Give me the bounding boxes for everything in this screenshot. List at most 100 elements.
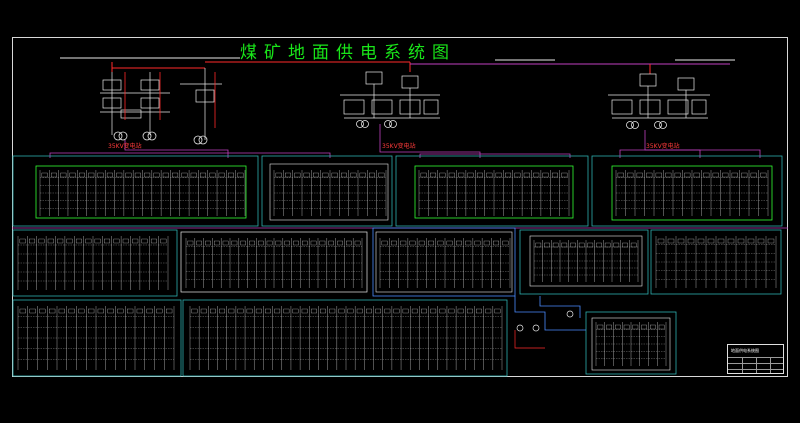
breaker-icon xyxy=(153,172,160,178)
breaker-icon xyxy=(228,172,234,178)
breaker-icon xyxy=(677,238,685,244)
breaker-icon xyxy=(737,238,745,244)
breaker-icon xyxy=(57,238,64,244)
breaker-icon xyxy=(516,310,574,332)
breaker-icon xyxy=(707,238,715,244)
breaker-icon xyxy=(354,240,361,246)
switchgear-row-3 xyxy=(12,299,677,377)
breaker-icon xyxy=(356,308,363,314)
breaker-icon xyxy=(494,308,501,314)
breaker-icon xyxy=(636,172,643,178)
breaker-icon xyxy=(493,240,500,246)
breaker-icon xyxy=(420,172,427,178)
breaker-icon xyxy=(310,240,317,246)
breaker-icon xyxy=(622,242,628,248)
breaker-icon xyxy=(200,172,207,178)
breaker-icon xyxy=(222,240,229,246)
breaker-icon xyxy=(97,308,104,314)
breaker-icon xyxy=(523,172,530,178)
breaker-icon xyxy=(457,308,464,314)
breaker-icon xyxy=(495,172,502,178)
substation-2-equipment xyxy=(340,71,440,119)
breaker-icon xyxy=(350,172,357,178)
breaker-icon xyxy=(228,308,235,314)
breaker-icon xyxy=(606,324,612,330)
breaker-icon xyxy=(767,238,775,244)
breaker-icon xyxy=(41,172,48,178)
breaker-icon xyxy=(187,240,194,246)
title-block-divider xyxy=(728,369,783,370)
breaker-icon xyxy=(366,308,372,314)
breaker-icon xyxy=(437,240,444,246)
breaker-icon xyxy=(94,238,101,244)
breaker-icon xyxy=(97,172,104,178)
breaker-icon xyxy=(741,172,748,178)
breaker-icon xyxy=(117,308,124,314)
breaker-icon xyxy=(303,172,310,178)
breaker-icon xyxy=(570,242,576,248)
title-block-divider xyxy=(728,363,783,364)
title-block-divider xyxy=(770,357,771,373)
breaker-icon xyxy=(627,172,634,178)
incoming-feeder-lines xyxy=(60,57,735,74)
breaker-icon xyxy=(293,240,299,246)
breaker-icon xyxy=(458,172,465,178)
breaker-icon xyxy=(275,172,282,178)
breaker-icon xyxy=(275,240,282,246)
transformer-icon xyxy=(626,121,667,129)
breaker-icon xyxy=(665,172,672,178)
breaker-icon xyxy=(693,172,700,178)
transformer-icon xyxy=(113,131,208,145)
breaker-icon xyxy=(49,308,56,314)
diagram-title: 煤矿地面供电系统图 xyxy=(240,43,456,63)
breaker-icon xyxy=(29,308,36,314)
breaker-icon xyxy=(757,238,765,244)
breaker-icon xyxy=(483,240,490,246)
breaker-icon xyxy=(717,238,725,244)
breaker-icon xyxy=(166,308,173,314)
breaker-icon xyxy=(19,238,26,244)
breaker-icon xyxy=(409,240,416,246)
breaker-icon xyxy=(439,308,446,314)
breaker-icon xyxy=(66,238,73,244)
substation-label-1: 35KV变电站 xyxy=(108,143,142,150)
breaker-icon xyxy=(428,240,435,246)
breaker-icon xyxy=(421,308,427,314)
breaker-icon xyxy=(113,238,120,244)
breaker-icon xyxy=(85,238,92,244)
title-block-divider xyxy=(756,357,757,373)
breaker-icon xyxy=(632,324,639,330)
breaker-icon xyxy=(328,240,334,246)
breaker-icon xyxy=(69,172,76,178)
breaker-icon xyxy=(655,172,662,178)
breaker-icon xyxy=(378,172,385,178)
breaker-icon xyxy=(448,308,455,314)
breaker-icon xyxy=(596,242,602,248)
breaker-icon xyxy=(402,308,409,314)
switchgear-columns xyxy=(17,170,777,370)
breaker-icon xyxy=(750,172,757,178)
breaker-icon xyxy=(381,240,388,246)
breaker-icon xyxy=(219,308,226,314)
breaker-icon xyxy=(650,324,656,330)
breaker-icon xyxy=(630,242,637,248)
breaker-icon xyxy=(181,172,188,178)
breaker-icon xyxy=(561,242,568,248)
breaker-icon xyxy=(760,172,767,178)
breaker-icon xyxy=(369,172,375,178)
switchgear-row-2 xyxy=(12,227,782,297)
breaker-icon xyxy=(613,242,620,248)
breaker-icon xyxy=(283,308,290,314)
breaker-icon xyxy=(68,308,75,314)
breaker-icon xyxy=(78,308,85,314)
breaker-icon xyxy=(455,240,462,246)
breaker-icon xyxy=(104,238,111,244)
breaker-icon xyxy=(544,242,550,248)
switchgear-row-1 xyxy=(12,155,783,227)
breaker-icon xyxy=(446,240,453,246)
breaker-icon xyxy=(214,240,220,246)
breaker-icon xyxy=(578,242,585,248)
breaker-icon xyxy=(132,238,139,244)
bus-lines xyxy=(12,124,788,229)
breaker-icon xyxy=(240,240,246,246)
